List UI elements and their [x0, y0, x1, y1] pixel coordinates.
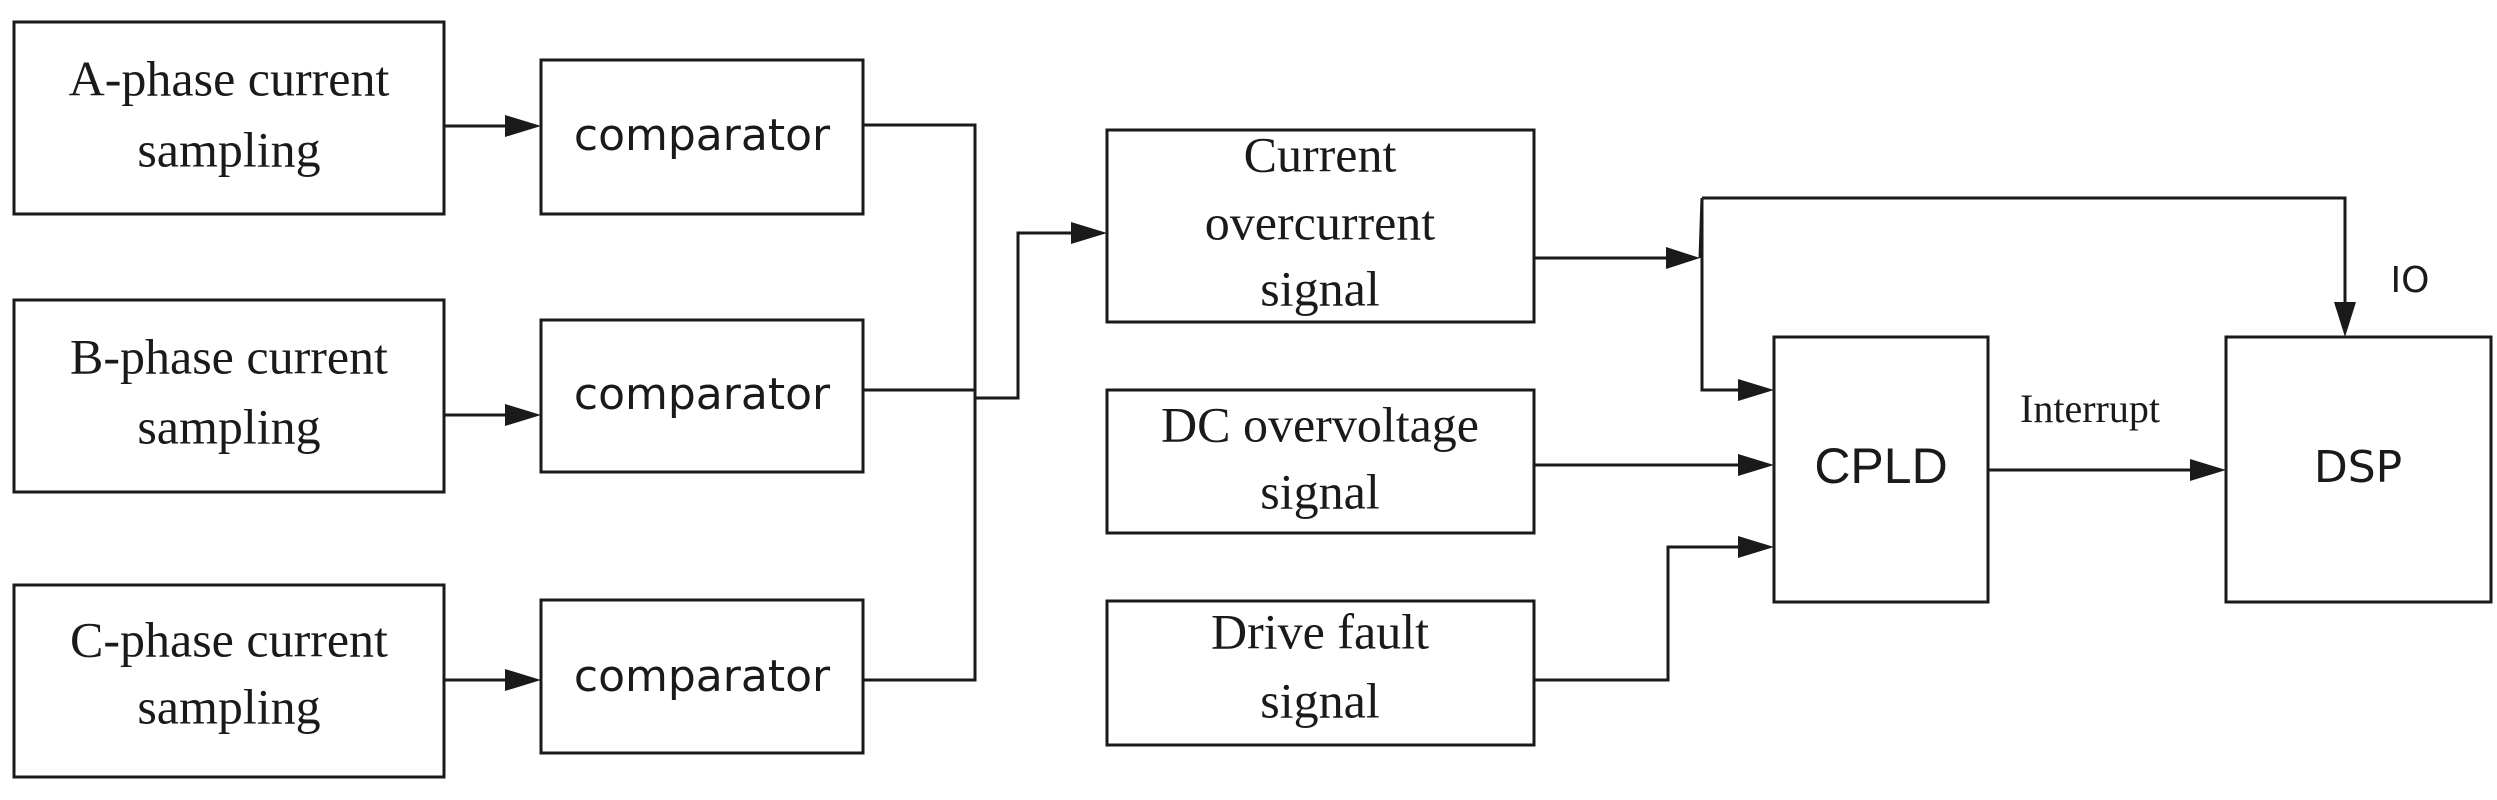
- comparator-b-label: comparator: [574, 369, 831, 420]
- drive-fault-label-line2: signal: [1260, 672, 1379, 728]
- c-phase-label-line2: sampling: [137, 678, 320, 734]
- comparator-c-label: comparator: [574, 651, 831, 702]
- b-phase-label-line2: sampling: [137, 398, 320, 454]
- dsp-block: DSP: [2224, 335, 2493, 604]
- cpld-label: CPLD: [1814, 438, 1947, 494]
- cpld-to-dsp-interrupt-arrow: [1988, 459, 2226, 481]
- overcurrent-signal-block: Current overcurrent signal: [1105, 126, 1536, 324]
- cpld-block: CPLD: [1772, 335, 1990, 604]
- dc-overvoltage-label-line2: signal: [1260, 463, 1379, 519]
- b-phase-label-line1: B-phase current: [70, 328, 388, 384]
- drive-fault-label-line1: Drive fault: [1211, 603, 1429, 659]
- c-phase-label-line1: C-phase current: [70, 611, 388, 667]
- comparator-b-block: comparator: [539, 318, 865, 474]
- sampling-to-comparator-c-arrow: [444, 669, 541, 691]
- comparator-a-block: comparator: [539, 58, 865, 216]
- sampling-to-comparator-b-arrow: [444, 404, 541, 426]
- comparator-merge-wiring: [863, 123, 1107, 682]
- a-phase-label-line1: A-phase current: [69, 50, 390, 106]
- comparator-c-block: comparator: [539, 598, 865, 755]
- drive-fault-signal-block: Drive fault signal: [1105, 599, 1536, 747]
- sampling-to-comparator-a-arrow: [444, 115, 541, 137]
- overcurrent-to-cpld-dsp-wiring: [1534, 196, 2356, 401]
- overcurrent-label-line1: Current: [1244, 126, 1397, 182]
- interrupt-edge-label: Interrupt: [2020, 386, 2160, 431]
- overcurrent-label-line3: signal: [1260, 260, 1379, 316]
- overcurrent-label-line2: overcurrent: [1205, 194, 1436, 250]
- dc-overvoltage-to-cpld-arrow: [1534, 454, 1774, 476]
- c-phase-sampling-block: C-phase current sampling: [12, 583, 446, 779]
- io-edge-label: IO: [2391, 260, 2430, 301]
- dc-overvoltage-label-line1: DC overvoltage: [1161, 396, 1479, 452]
- b-phase-sampling-block: B-phase current sampling: [12, 298, 446, 494]
- a-phase-label-line2: sampling: [137, 121, 320, 177]
- drive-fault-to-cpld-arrow: [1534, 536, 1774, 682]
- a-phase-sampling-block: A-phase current sampling: [12, 20, 446, 216]
- comparator-a-label: comparator: [574, 110, 831, 161]
- dc-overvoltage-signal-block: DC overvoltage signal: [1105, 388, 1536, 535]
- dsp-label: DSP: [2314, 442, 2402, 493]
